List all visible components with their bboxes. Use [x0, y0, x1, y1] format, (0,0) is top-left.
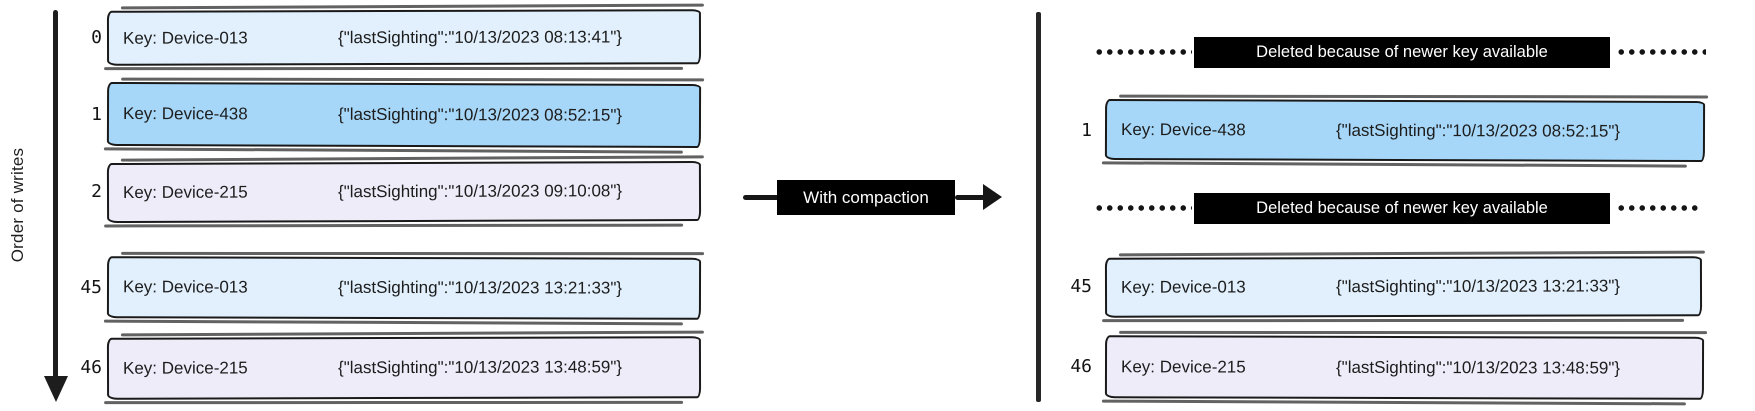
record-value: {"lastSighting":"10/13/2023 08:13:41"}: [337, 26, 623, 47]
record-value: {"lastSighting":"10/13/2023 13:48:59"}: [1335, 357, 1621, 378]
with-compaction-arrow-line: [955, 195, 985, 200]
row-index: 46: [80, 357, 102, 378]
log-record-row: Key: Device-215 {"lastSighting":"10/13/2…: [106, 160, 702, 224]
deleted-marker-label: Deleted because of newer key available: [1194, 193, 1610, 224]
log-record-row-highlighted: Key: Device-438 {"lastSighting":"10/13/2…: [106, 81, 702, 149]
log-record-row-highlighted: Key: Device-438 {"lastSighting":"10/13/2…: [1104, 98, 1706, 163]
record-value: {"lastSighting":"10/13/2023 08:52:15"}: [337, 104, 623, 125]
log-record-row: Key: Device-215 {"lastSighting":"10/13/2…: [106, 336, 702, 400]
arrow-right-icon: [983, 184, 1002, 210]
record-key: Key: Device-013: [122, 277, 248, 297]
dotted-line: [1616, 204, 1702, 212]
deleted-marker-label: Deleted because of newer key available: [1194, 37, 1610, 68]
log-record-row: Key: Device-013 {"lastSighting":"10/13/2…: [1104, 256, 1703, 318]
record-value: {"lastSighting":"10/13/2023 08:52:15"}: [1335, 120, 1621, 141]
with-compaction-arrow-line: [743, 195, 779, 200]
dotted-line: [1616, 48, 1706, 56]
compacted-log-divider-line: [1036, 12, 1041, 402]
record-key: Key: Device-215: [122, 182, 248, 202]
record-value: {"lastSighting":"10/13/2023 13:21:33"}: [337, 277, 623, 298]
row-index: 45: [1070, 276, 1092, 297]
row-index: 46: [1070, 356, 1092, 377]
row-index: 1: [1081, 120, 1092, 141]
order-of-writes-axis-line: [53, 10, 58, 378]
dotted-line: [1094, 48, 1192, 56]
record-value: {"lastSighting":"10/13/2023 13:21:33"}: [1335, 276, 1621, 297]
record-key: Key: Device-013: [1120, 277, 1246, 297]
log-record-row: Key: Device-215 {"lastSighting":"10/13/2…: [1104, 335, 1705, 400]
order-of-writes-label: Order of writes: [8, 147, 27, 263]
row-index: 2: [91, 181, 102, 202]
with-compaction-label: With compaction: [777, 180, 955, 215]
record-value: {"lastSighting":"10/13/2023 09:10:08"}: [337, 181, 623, 202]
row-index: 0: [91, 27, 102, 48]
log-record-row: Key: Device-013 {"lastSighting":"10/13/2…: [106, 256, 702, 320]
arrow-down-icon: [44, 376, 68, 402]
record-key: Key: Device-013: [122, 27, 248, 48]
dotted-line: [1094, 204, 1192, 212]
record-key: Key: Device-215: [1120, 356, 1246, 377]
row-index: 1: [91, 104, 102, 125]
record-value: {"lastSighting":"10/13/2023 13:48:59"}: [337, 357, 623, 378]
row-index: 45: [80, 277, 102, 298]
record-key: Key: Device-438: [122, 104, 248, 124]
record-key: Key: Device-215: [122, 358, 248, 378]
log-record-row: Key: Device-013 {"lastSighting":"10/13/2…: [106, 9, 702, 66]
record-key: Key: Device-438: [1120, 119, 1246, 139]
